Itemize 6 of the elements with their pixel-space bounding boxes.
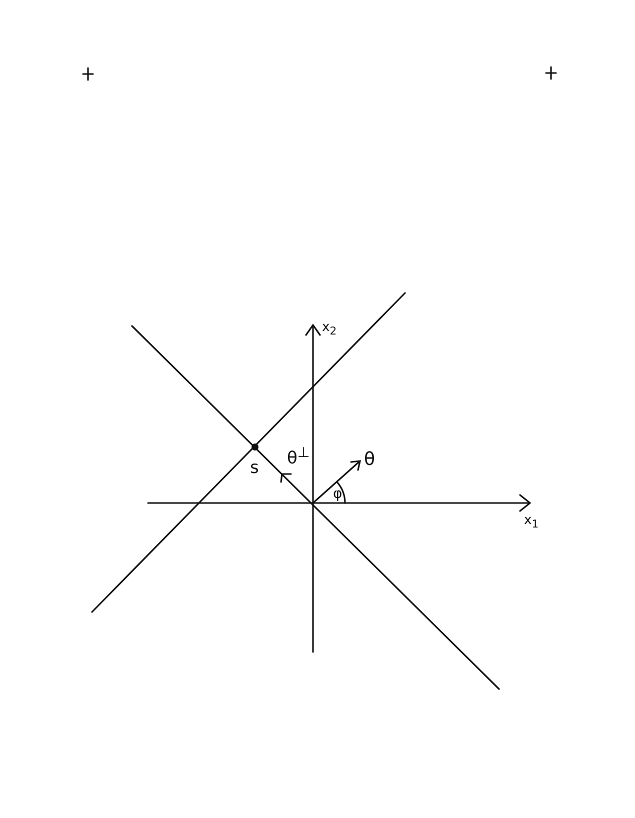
axis-label: x$_{2}$ — [322, 321, 337, 338]
axis-label: x$_{1}$ — [524, 514, 539, 530]
angle-label: φ — [333, 487, 342, 501]
vector-label: θ$^{⊥}$ — [287, 446, 310, 468]
point-label: s — [250, 460, 259, 477]
vector-label: θ — [364, 451, 376, 469]
